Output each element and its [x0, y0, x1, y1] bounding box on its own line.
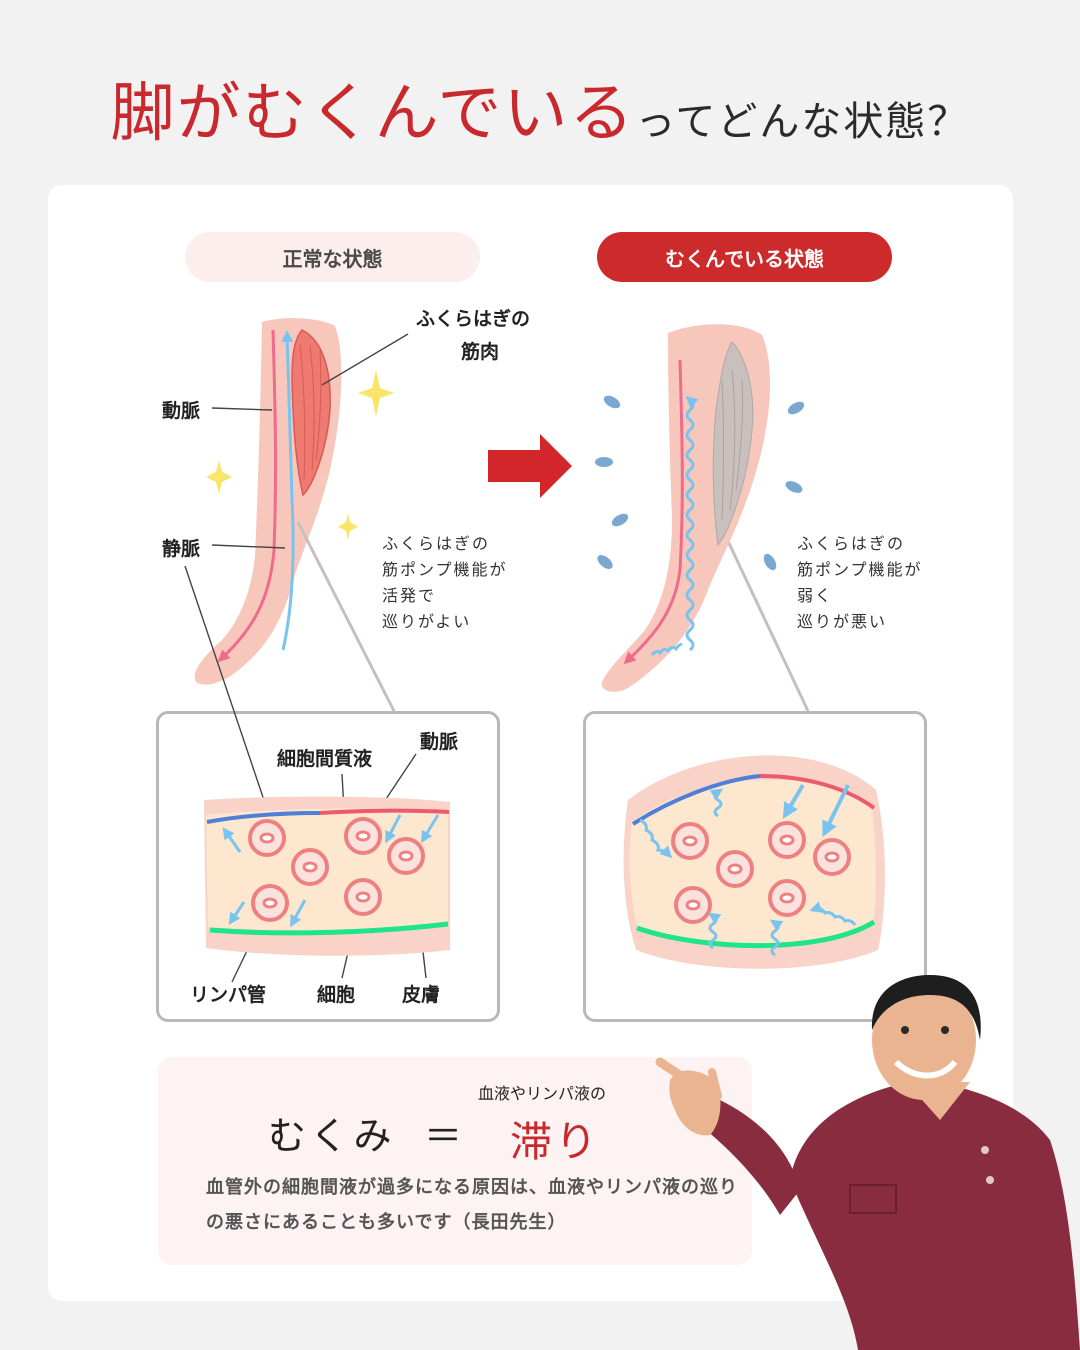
- summary-description: 血管外の細胞間液が過多になる原因は、血液やリンパ液の巡りの悪さにあることも多いで…: [206, 1177, 738, 1233]
- vein-label: 静脈: [162, 538, 201, 560]
- normal-note-line: 活発で: [382, 586, 437, 605]
- swollen-note-line: 弱く: [797, 586, 834, 605]
- summary-term: むくみ: [268, 1114, 396, 1158]
- summary-box: [158, 1057, 752, 1265]
- swollen-state-pill: むくんでいる状態: [597, 232, 892, 282]
- normal-note: ふくらはぎの 筋ポンプ機能が 活発で 巡りがよい: [382, 531, 508, 635]
- title-highlight: 脚がむくんでいる: [110, 77, 636, 151]
- water-droplet-icon: [595, 395, 805, 571]
- swollen-tissue-inset: [623, 755, 885, 969]
- swollen-note: ふくらはぎの 筋ポンプ機能が 弱く 巡りが悪い: [797, 531, 923, 635]
- normal-state-pill: 正常な状態: [185, 232, 480, 282]
- artery-label: 動脈: [162, 400, 201, 422]
- calf-muscle-label-2: 筋肉: [461, 341, 500, 363]
- normal-note-line: ふくらはぎの: [382, 534, 491, 553]
- swollen-leg: [601, 324, 771, 692]
- sparkle-icon: [206, 370, 394, 540]
- swollen-note-line: ふくらはぎの: [797, 534, 906, 553]
- lymph-vessel-label: リンパ管: [190, 984, 267, 1006]
- swollen-note-line: 筋ポンプ機能が: [797, 560, 923, 579]
- calf-muscle-label-1: ふくらはぎの: [416, 308, 531, 330]
- right-arrow-icon: [488, 434, 572, 498]
- swollen-note-line: 巡りが悪い: [797, 612, 888, 631]
- page-title: 脚がむくんでいるってどんな状態？: [0, 62, 1080, 154]
- skin-label: 皮膚: [402, 984, 441, 1006]
- cell-label: 細胞: [317, 984, 356, 1006]
- title-rest: ってどんな状態？: [635, 99, 970, 145]
- equals-sign: ＝: [424, 1114, 463, 1158]
- artery-inset-label: 動脈: [420, 731, 459, 753]
- summary-small-text: 血液やリンパ液の: [478, 1084, 607, 1103]
- interstitial-fluid-label: 細胞間質液: [277, 748, 373, 770]
- normal-leg: [194, 318, 342, 685]
- normal-note-line: 巡りがよい: [382, 612, 472, 631]
- summary-result: 滞り: [510, 1117, 601, 1166]
- normal-tissue-inset: [204, 796, 450, 956]
- normal-note-line: 筋ポンプ機能が: [382, 560, 508, 579]
